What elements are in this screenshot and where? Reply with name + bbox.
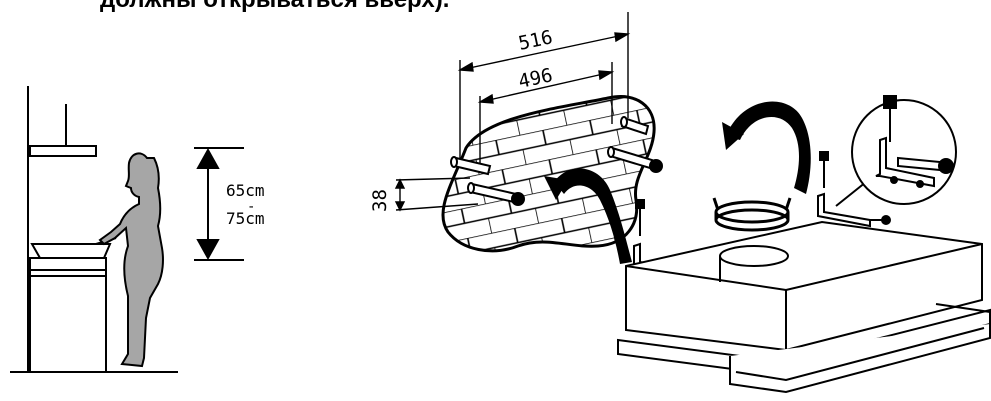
min-height-label: 65cm <box>226 181 265 200</box>
wall-screws <box>450 116 663 206</box>
brick-wall <box>441 95 656 253</box>
insert-arrow-icon <box>544 168 632 264</box>
dowel-top-right <box>620 116 650 136</box>
kitchen-scene <box>10 86 178 373</box>
hood-body <box>29 145 97 157</box>
screw-bottom-right <box>607 146 663 173</box>
cooker-hood <box>617 220 991 394</box>
inner-width-label: 496 <box>516 64 554 93</box>
hood-screws <box>635 151 829 236</box>
height-range-separator: - <box>247 199 255 215</box>
counter <box>29 257 107 277</box>
dowel-top-left <box>450 156 492 176</box>
cabinet <box>29 275 107 373</box>
wall-dimension-lines <box>394 12 631 212</box>
vertical-gap-label: 38 <box>369 189 391 212</box>
duct-connector-ring <box>712 197 792 232</box>
bracket-detail-callout <box>835 95 957 207</box>
max-height-label: 75cm <box>226 209 265 228</box>
instruction-heading: должны открываться вверх). <box>100 0 449 14</box>
person-silhouette <box>98 152 164 368</box>
rotate-arrow-icon <box>722 101 811 194</box>
screw-bottom-left <box>467 182 525 206</box>
height-dimension <box>194 147 244 261</box>
cooking-pan <box>30 243 112 259</box>
